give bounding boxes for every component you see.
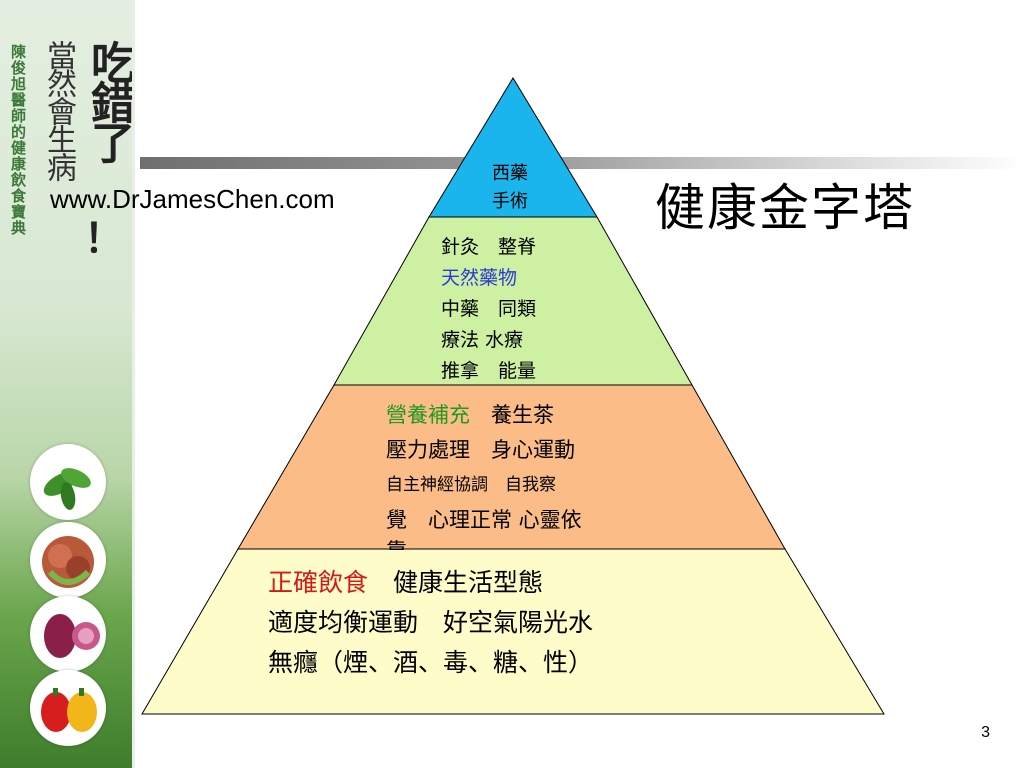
tier-4-line-1-rest: 健康生活型態: [368, 568, 544, 597]
tier-1-line-2: 手術: [492, 191, 528, 212]
tier-1-text: 西藥 手術: [485, 160, 535, 216]
tier-3-line-1: 營養補充 養生茶: [386, 398, 582, 433]
tier-3-highlight: 營養補充: [386, 403, 470, 427]
page-number: 3: [981, 724, 990, 741]
tier-2-line-1: 針灸 整脊: [441, 236, 537, 258]
tier-4-line-3: 無癮（煙、酒、毒、糖、性）: [268, 648, 594, 677]
tier-4-line-2: 適度均衡運動 好空氣陽光水: [268, 608, 594, 637]
tier-2-line-4: 療法 水療: [441, 329, 524, 351]
tier-2-text: 針灸 整脊 天然藥物 中藥 同類 療法 水療 推拿 能量: [441, 232, 536, 387]
vegetable-lettuce-image: [30, 522, 106, 598]
tier-3-line-2: 壓力處理 身心運動: [386, 438, 575, 462]
sidebar-exclaim-text: ！: [58, 220, 105, 260]
page-title: 健康金字塔: [655, 179, 915, 237]
sidebar-author-text: 陳俊旭醫師的健康飲食寶典: [9, 44, 27, 236]
tier-3-line-5: 靠: [386, 538, 582, 550]
tier-3-line-3: 自主神經協調 自我察: [386, 475, 556, 495]
sidebar-title-text: 吃錯了: [83, 40, 134, 160]
tier-3-text: 營養補充 養生茶 壓力處理 身心運動 自主神經協調 自我察 覺 心理正常 心靈依…: [386, 398, 582, 550]
tier-2-line-2: 天然藥物: [441, 267, 518, 289]
tier-3-line-1-rest: 養生茶: [470, 403, 554, 427]
vegetable-peppers-image: [30, 670, 106, 746]
tier-2-line-5: 推拿 能量: [441, 360, 537, 382]
header-rule: [140, 157, 1024, 169]
sidebar-divider: [132, 0, 135, 768]
tier-4-line-1: 正確飲食 健康生活型態: [268, 563, 593, 603]
tier-4-highlight: 正確飲食: [268, 568, 369, 597]
vegetable-basil-image: [30, 444, 106, 520]
tier-4-text: 正確飲食 健康生活型態 適度均衡運動 好空氣陽光水 無癮（煙、酒、毒、糖、性）: [268, 563, 593, 683]
website-url: www.DrJamesChen.com: [50, 184, 335, 214]
tier-3-line-4: 覺 心理正常 心靈依: [386, 508, 582, 532]
tier-2-line-3: 中藥 同類: [441, 298, 537, 320]
pyramid-tier-4: [141, 548, 885, 715]
vegetable-onion-image: [30, 596, 106, 672]
tier-1-line-1: 西藥: [492, 163, 528, 184]
decorative-sidebar: 陳俊旭醫師的健康飲食寶典 當然會生病 吃錯了: [0, 0, 134, 768]
sidebar-subtitle-text: 當然會生病: [41, 40, 76, 180]
